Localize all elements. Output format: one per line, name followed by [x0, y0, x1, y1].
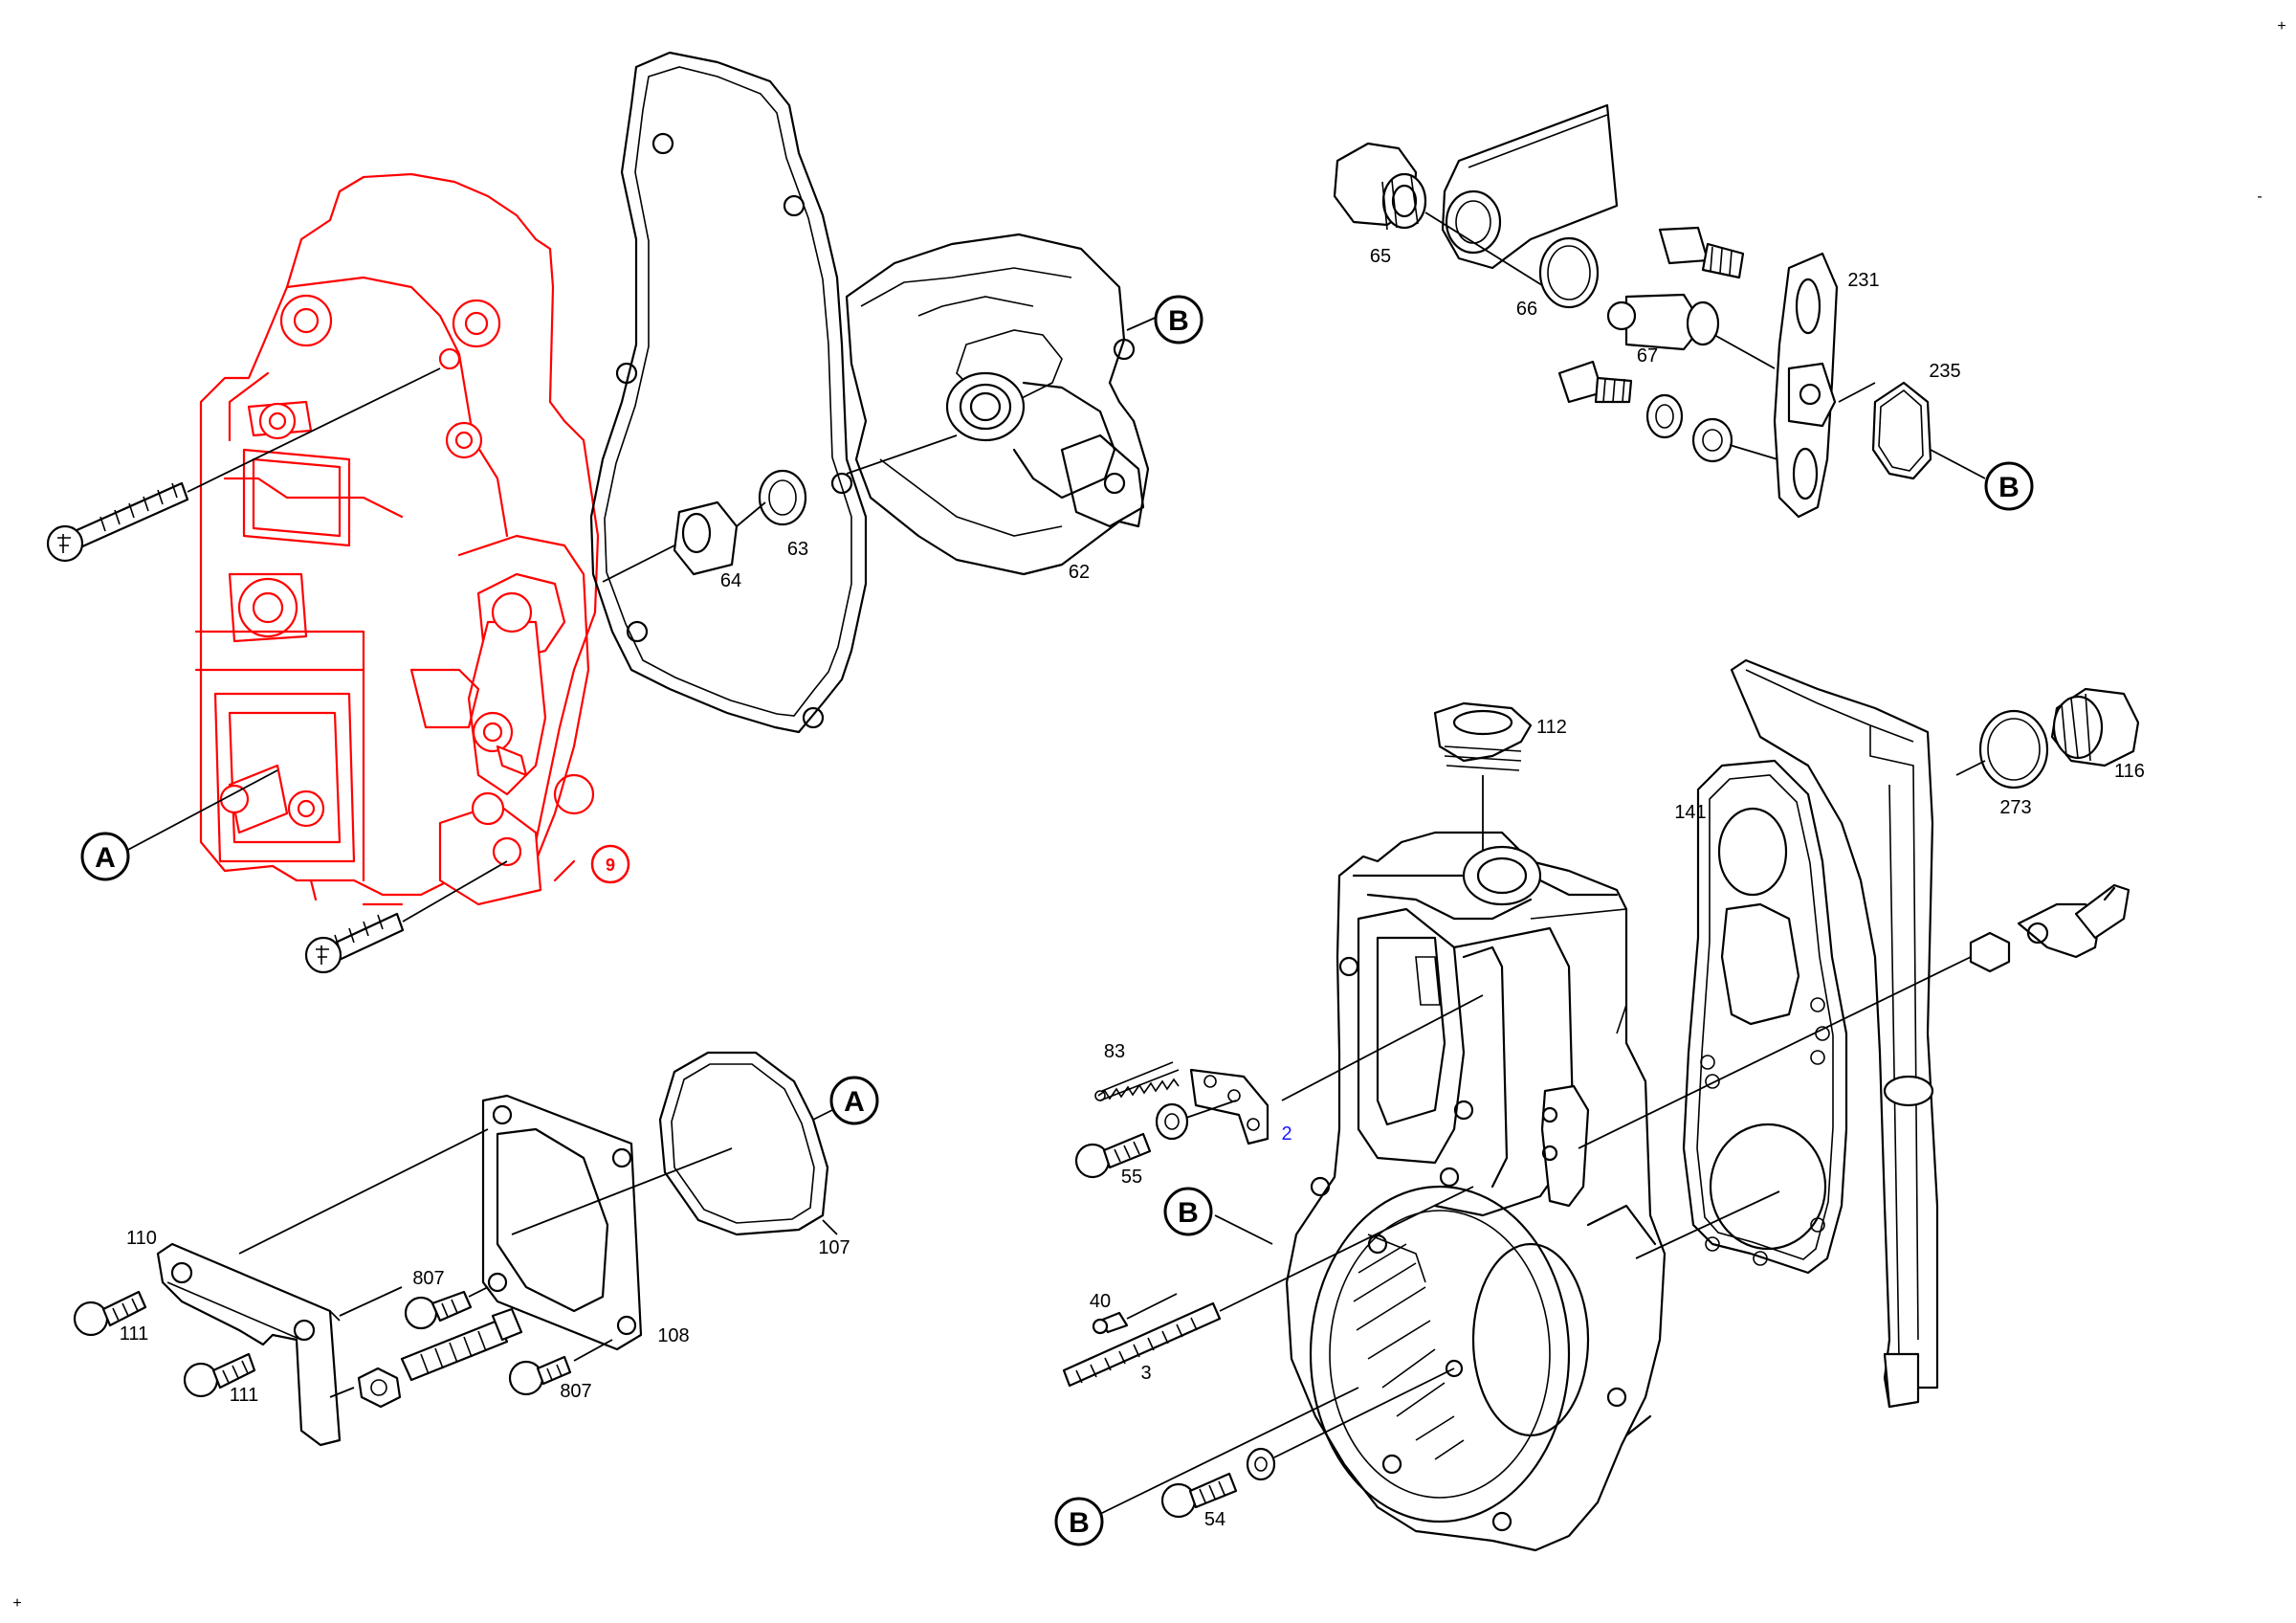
- svg-text:A: A: [844, 1086, 865, 1118]
- governor-housing-assembly[interactable]: [194, 172, 630, 906]
- label-116: 116: [2114, 761, 2145, 782]
- washer-near-55[interactable]: [1155, 1102, 1189, 1141]
- label-112: 112: [1536, 717, 1567, 738]
- part-231-flange[interactable]: [1773, 252, 1839, 519]
- fitting-right[interactable]: [2017, 883, 2130, 959]
- main-housing[interactable]: [1285, 831, 1667, 1552]
- plate-top-right[interactable]: [1441, 103, 1619, 270]
- screw-lower-tr[interactable]: [1557, 360, 1633, 404]
- label-54: 54: [1204, 1509, 1225, 1530]
- screw-807-upper[interactable]: [404, 1286, 489, 1330]
- label-3: 3: [1140, 1363, 1151, 1384]
- label-110: 110: [126, 1228, 157, 1249]
- stud-lower-left[interactable]: [400, 1307, 523, 1382]
- bracket-110[interactable]: [156, 1242, 342, 1447]
- label-141: 141: [1674, 802, 1706, 823]
- part-62-bracket[interactable]: [845, 233, 1150, 576]
- label-807-lower: 807: [560, 1381, 591, 1402]
- label-67: 67: [1637, 345, 1658, 367]
- label-83: 83: [1104, 1041, 1125, 1062]
- plug-116[interactable]: [2050, 687, 2140, 767]
- callout-b-mid-right[interactable]: B: [1163, 1187, 1213, 1236]
- svg-text:A: A: [95, 842, 116, 874]
- label-9: 9: [606, 856, 615, 875]
- label-62: 62: [1069, 562, 1090, 583]
- screw-807-lower[interactable]: [508, 1355, 572, 1396]
- label-111-lower: 111: [230, 1385, 258, 1406]
- washer-54[interactable]: [1246, 1447, 1276, 1481]
- part-labels: 62 63 64 65 66 67 231 235 112 116 273 14…: [120, 246, 2145, 1530]
- label-63: 63: [787, 539, 808, 560]
- label-108: 108: [657, 1325, 689, 1346]
- screw-lower-left[interactable]: [304, 860, 508, 974]
- oring-273[interactable]: [1978, 709, 2049, 789]
- callout-a-bottom[interactable]: A: [829, 1076, 879, 1125]
- label-111-upper: 111: [120, 1323, 148, 1345]
- side-plate-right[interactable]: [1730, 658, 1939, 1409]
- svg-text:B: B: [1998, 472, 2020, 503]
- label-65: 65: [1370, 246, 1391, 267]
- plug-112[interactable]: [1433, 701, 1533, 861]
- part-64-nut[interactable]: [602, 500, 739, 583]
- label-55: 55: [1121, 1167, 1142, 1188]
- gasket-cover[interactable]: [589, 51, 868, 734]
- cover-plate-108[interactable]: [481, 1094, 643, 1351]
- leader-to-83: [1281, 994, 1484, 1101]
- svg-text:B: B: [1069, 1507, 1090, 1539]
- callout-a-top[interactable]: A: [80, 832, 130, 881]
- leader-a-top: [123, 769, 278, 853]
- callout-b-top-right[interactable]: B: [1984, 461, 2034, 511]
- screw-upper-left[interactable]: [46, 367, 441, 563]
- label-66: 66: [1516, 299, 1537, 320]
- part-63-ring[interactable]: [758, 469, 807, 526]
- edge-mark-right: -: [2257, 189, 2262, 205]
- part-66-washer[interactable]: [1445, 189, 1502, 255]
- washer-tr[interactable]: [1691, 417, 1733, 463]
- part-65-plug[interactable]: [1333, 142, 1427, 231]
- callout-b-top-mid[interactable]: B: [1154, 295, 1203, 345]
- label-107: 107: [818, 1237, 850, 1258]
- svg-text:B: B: [1178, 1197, 1199, 1229]
- label-40: 40: [1090, 1291, 1111, 1312]
- label-235: 235: [1929, 361, 1960, 382]
- part-66-oring[interactable]: [1538, 236, 1600, 309]
- svg-text:B: B: [1168, 305, 1189, 337]
- nut-right[interactable]: [1969, 931, 2011, 973]
- clip-2[interactable]: [1189, 1068, 1269, 1145]
- corner-mark-top-right: +: [2277, 18, 2285, 34]
- screw-111-upper[interactable]: [73, 1290, 147, 1337]
- screw-111-lower[interactable]: [183, 1352, 256, 1398]
- stud-3[interactable]: [1062, 1301, 1222, 1388]
- part-67-valve[interactable]: [1606, 293, 1720, 351]
- label-231: 231: [1847, 270, 1879, 291]
- corner-mark-bottom-left: +: [12, 1595, 21, 1612]
- label-807-upper: 807: [412, 1268, 444, 1289]
- screw-231-upper[interactable]: [1658, 226, 1745, 279]
- screw-54[interactable]: [1160, 1472, 1238, 1519]
- spring-washer-tr[interactable]: [1645, 393, 1684, 439]
- screw-55[interactable]: [1074, 1132, 1152, 1179]
- part-235-seal[interactable]: [1871, 381, 1932, 480]
- gasket-141[interactable]: [1682, 759, 1848, 1275]
- callout-b-bottom[interactable]: B: [1054, 1497, 1104, 1546]
- gasket-107[interactable]: [658, 1051, 829, 1236]
- label-64: 64: [720, 570, 741, 591]
- nut-lower-left[interactable]: [357, 1367, 402, 1409]
- pin-40[interactable]: [1092, 1311, 1129, 1335]
- label-273: 273: [1999, 797, 2031, 818]
- spring-83[interactable]: [1094, 1061, 1180, 1101]
- label-2: 2: [1281, 1123, 1292, 1145]
